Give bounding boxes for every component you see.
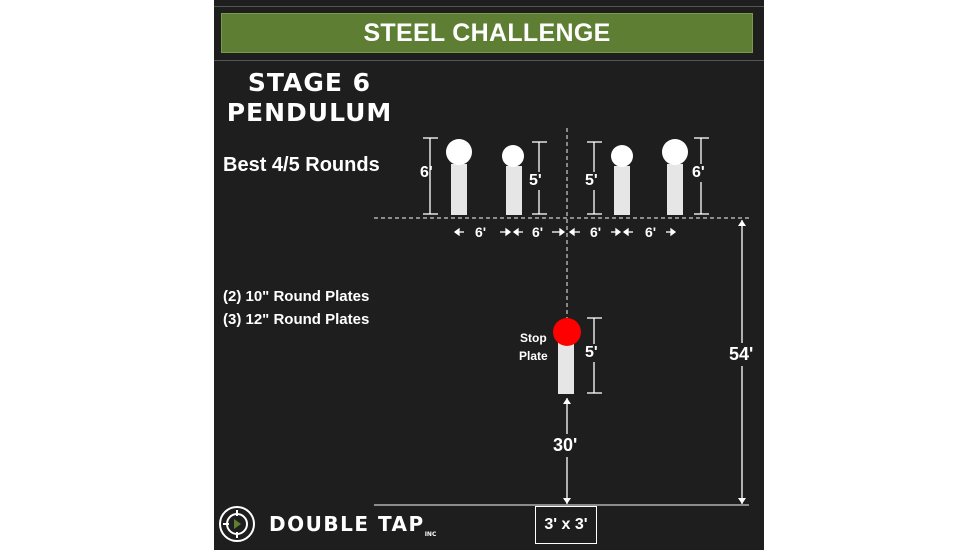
banner-divider [214, 60, 764, 61]
target-1-height: 6' [420, 164, 433, 181]
stop-label-2: Plate [519, 349, 548, 363]
stop-label-1: Stop [520, 331, 547, 345]
stage-name: PENDULUM [226, 98, 393, 127]
spacing-3: 6' [590, 224, 602, 240]
spacing-2: 6' [532, 224, 544, 240]
logo-icon [219, 506, 255, 542]
target-3-stand [614, 166, 630, 215]
stop-plate-height: 5' [584, 344, 599, 362]
target-4-stand [667, 164, 683, 215]
plates-line-1: (2) 10" Round Plates [223, 288, 370, 305]
stage-layout-diagram [374, 128, 749, 506]
shooting-box-size: 3' x 3' [544, 516, 588, 533]
shooting-box: 3' x 3' [535, 506, 597, 544]
logo-suffix: INC [424, 531, 437, 538]
stage-number: STAGE 6 [247, 68, 372, 97]
logo-wordmark: DOUBLE TAPINC [269, 512, 436, 538]
target-2-plate [502, 145, 524, 167]
stage-diagram-panel: STEEL CHALLENGE STAGE 6 PENDULUM Best 4/… [214, 0, 764, 550]
logo-name: DOUBLE TAP [269, 512, 425, 536]
stop-plate-stand [558, 342, 574, 394]
top-divider [214, 6, 764, 7]
spacing-4: 6' [645, 224, 657, 240]
spacing-arrows [453, 227, 677, 237]
distance-54: 54' [728, 343, 755, 366]
target-2-stand [506, 166, 522, 215]
target-3-height: 5' [584, 172, 599, 190]
target-3-plate [611, 145, 633, 167]
target-2-height: 5' [528, 172, 543, 190]
plates-line-2: (3) 12" Round Plates [223, 311, 370, 328]
distance-30: 30' [552, 434, 579, 457]
target-1-stand [451, 164, 467, 215]
target-4-height: 6' [691, 164, 706, 182]
spacing-1: 6' [475, 224, 487, 240]
title-banner: STEEL CHALLENGE [221, 13, 753, 53]
scoring-text: Best 4/5 Rounds [223, 154, 380, 176]
target-4-plate [662, 139, 688, 165]
stop-plate [553, 318, 581, 346]
target-1-plate [446, 139, 472, 165]
